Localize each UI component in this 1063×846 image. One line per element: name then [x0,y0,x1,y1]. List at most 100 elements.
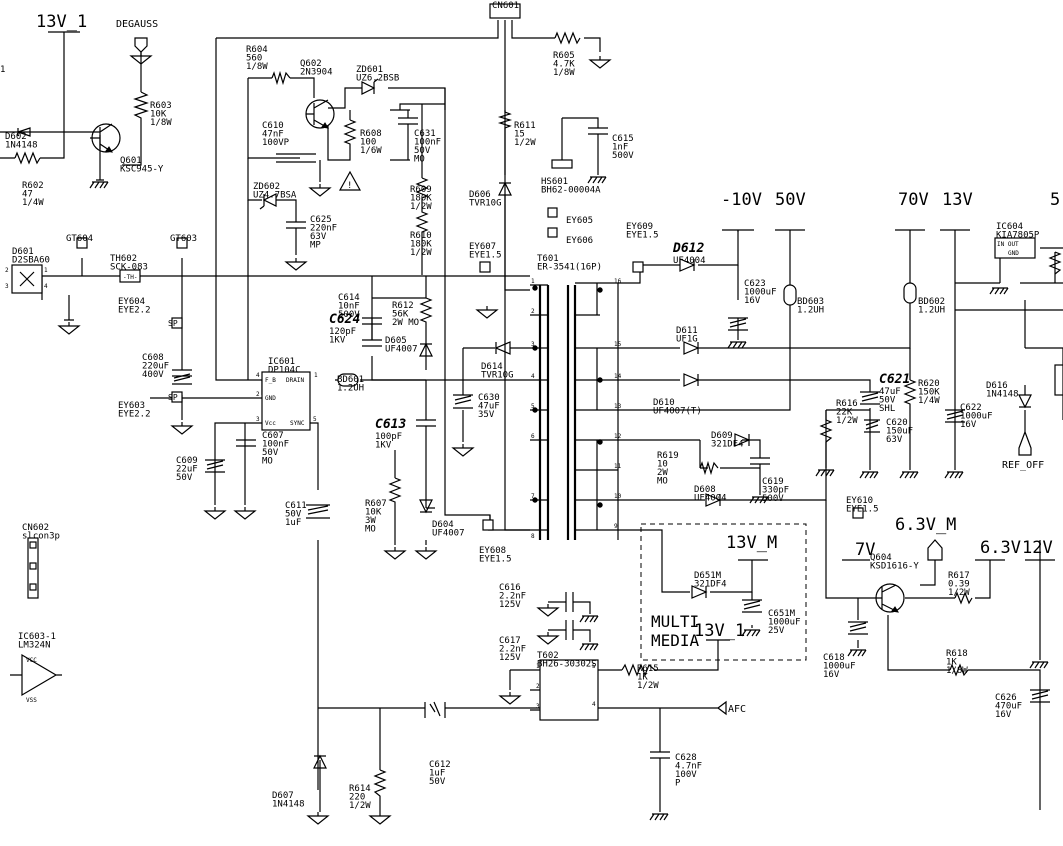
pin-num: 15 [614,341,622,348]
c610-label-line: 100VP [262,138,290,148]
c621-label-line: 47uF [879,387,901,397]
c651m-label-line: C651M [768,609,796,619]
r604-label-line: 1/8W [246,62,268,72]
rail-13v-label: 13V [942,190,973,210]
ground-icon [368,812,392,825]
d614-label-line: TVR10G [481,371,514,381]
q602-label-line: 2N3904 [300,68,333,78]
rail-12v-label: 12V [1022,538,1053,558]
d607-label-line: 1N4148 [272,800,305,810]
ic-pin-labels: F_B DRAIN GND Vcc SYNC IN OUT GND VCC VS… [26,241,1019,704]
c613-label-line: 100pF [375,432,402,442]
chassis-ground-icon [587,176,607,184]
c613-label-line: 1KV [375,441,392,451]
r619-label-line: 10 [657,460,668,470]
c621-label-line: 50V [879,396,896,406]
r608-resistor [343,119,357,145]
ref-off-label: REF_OFF [1002,460,1044,471]
r617-label-line: R617 [948,571,970,581]
pin-num: 4 [256,372,260,379]
r602-label-line: 1/4W [22,198,44,208]
r603-label-line: 1/8W [150,118,172,128]
gt604-testpoint [76,237,88,249]
ey603-testpoint [171,391,183,403]
rail-63vm-label: 6.3V_M [895,515,956,535]
r603-resistor [133,91,149,130]
d616-diode [1018,394,1032,409]
ground-icon [451,444,475,457]
pin-num: 5 [531,403,535,410]
d605-label-line: D605 [385,336,407,346]
c613-label-line: C613 [375,417,406,432]
ic601-chip [261,371,311,431]
r604-label-line: R604 [246,45,268,55]
r611-label-line: R611 [514,121,536,131]
zd601-label-line: UZ6.2BSB [356,74,399,84]
d607-diode [313,754,327,769]
d611-diode [683,341,700,355]
d605-diode [419,342,433,357]
c614-label-line: 500V [338,310,360,320]
c607-label-line: 100nF [262,440,289,450]
pin-num: 3 [256,416,260,423]
r615-label-line: 1K [637,673,648,683]
d610-diode [683,373,700,387]
r619-label-line: R619 [657,451,679,461]
chassis-ground-icon [847,649,867,657]
multimedia-label-line1: MULTI [651,612,699,631]
c615-label-line: C615 [612,134,634,144]
chassis-ground-icon [1029,661,1049,669]
ey608-label-line: EYE1.5 [479,555,512,565]
rail-50v-label: 50V [775,190,806,210]
ground-symbols [57,52,1049,825]
c626-label-line: 470uF [995,702,1022,712]
chassis-ground-icon [899,471,919,479]
c620-label-line: C620 [886,418,908,428]
c631-label-line: C631 [414,129,436,139]
r614-label-line: R614 [349,784,371,794]
r617-resistor [954,591,973,605]
ic601-pin-fb: F_B [265,377,276,384]
r612-label-line: 56K [392,310,409,320]
ey605-testpoint [547,207,558,218]
d612-label-line: UF4004 [673,256,706,266]
d614-label-line: D614 [481,362,503,372]
c620-label-line: 63V [886,435,903,445]
degauss-arrow-icon [134,37,148,53]
chassis-ground-icon [649,813,669,821]
r609-r610-resistors [415,177,429,242]
c616-label-line: C616 [499,583,521,593]
d607-label-line: D607 [272,791,294,801]
cn601-label-line: CN601 [492,1,519,11]
c651m-label-line: 25V [768,626,785,636]
zd601-label-line: ZD601 [356,65,383,75]
r608-label-line: 1/6W [360,146,382,156]
d606-label-line: D606 [469,190,491,200]
ey610-testpoint [852,507,864,519]
hs601-label-line: HS601 [541,177,568,187]
d602-label-line: D602 [5,132,27,142]
r607-label-line: MO [365,525,376,535]
ground-icon [284,258,308,271]
c622-label-line: C622 [960,403,982,413]
r616-label-line: 22K [836,408,853,418]
pin-num: 12 [614,433,622,440]
